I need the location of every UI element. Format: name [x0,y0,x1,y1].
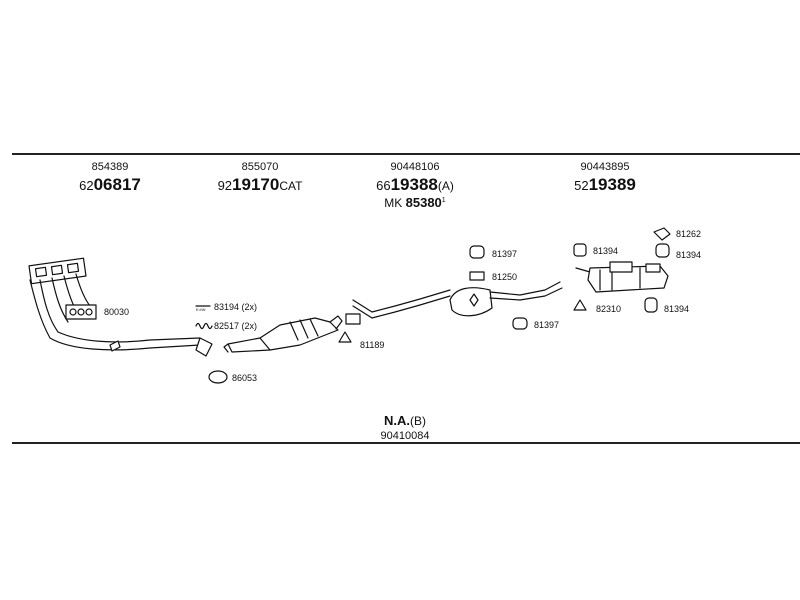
na-note: N.A.(B) [384,414,426,428]
label-82310: 82310 [596,304,621,314]
code-main: 06817 [93,175,141,194]
pipe-clamp [469,271,485,281]
kit-code: 85380 [405,195,442,210]
label-83194: 83194 (2x) [214,302,257,312]
code-main: 19388 [390,175,438,194]
code-prefix: 92 [217,178,233,193]
middle-silencer [449,281,563,317]
code-main: 19170 [232,175,280,194]
sealing-ring [208,370,228,384]
code-prefix: 52 [574,178,589,193]
group-rear-silencer: 90443895 5219389 [550,161,660,194]
group-catalytic-converter: 855070 9219170CAT [205,161,315,194]
mounting-bracket [573,299,587,311]
group-mounting-kit: MK 853801 [360,196,470,209]
label-81189: 81189 [360,340,384,350]
code-main: 19389 [588,175,636,194]
kit-footnote: 1 [441,197,446,204]
group-code: 5219389 [550,176,660,193]
label-81262: 81262 [676,229,701,239]
rubber-hanger [644,297,658,313]
triangle-gasket [338,331,352,343]
na-label: N.A. [384,413,410,428]
group-middle-silencer: 90448106 6619388(A) MK 853801 [360,161,470,210]
bolts-and-springs [195,305,213,330]
rubber-hanger [655,243,670,258]
middle-pipe [345,289,451,325]
rubber-hanger [573,243,587,257]
top-divider [12,153,800,155]
footer-code: 90410084 [380,430,430,442]
label-81397-top: 81397 [492,249,517,259]
footer-note: N.A.(B) 90410084 [350,413,460,442]
code-suffix: CAT [279,179,303,193]
kit-prefix: MK [384,196,403,210]
label-86053: 86053 [232,373,257,383]
exhaust-manifold [28,257,213,357]
group-exhaust-manifold: 854389 6206817 [60,161,160,194]
na-suffix: (B) [410,414,426,428]
label-81394-c: 81394 [664,304,689,314]
group-code: 6206817 [60,176,160,193]
group-ref: 90443895 [580,161,630,173]
label-81250: 81250 [492,272,517,282]
group-ref: 90448106 [390,161,440,173]
manifold-gasket [65,304,97,320]
label-81394-a: 81394 [593,246,618,256]
label-82517: 82517 (2x) [214,321,257,331]
group-code: 6619388(A) [360,176,470,193]
rubber-hanger [512,317,528,330]
catalytic-converter [223,315,343,353]
code-prefix: 66 [376,178,391,193]
label-81394-b: 81394 [676,250,701,260]
bottom-divider [12,442,800,444]
code-suffix: (A) [437,179,454,193]
rubber-hanger [469,245,485,259]
group-ref: 855070 [241,161,279,173]
label-80030: 80030 [104,307,129,317]
retaining-clip [653,227,671,241]
label-81397-bottom: 81397 [534,320,559,330]
label-small-tag: E=NN [196,308,206,312]
code-prefix: 62 [79,178,94,193]
group-ref: 854389 [91,161,129,173]
group-code: 9219170CAT [205,176,315,193]
rear-silencer [575,261,669,293]
